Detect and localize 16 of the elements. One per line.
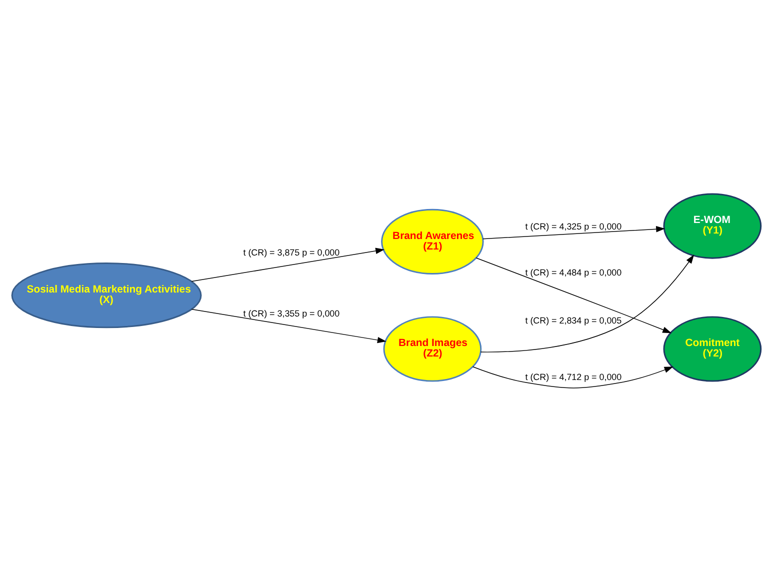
edge-label: t (CR) = 3,355 p = 0,000: [243, 308, 340, 319]
node-ellipse: Brand Awarenes (Z1): [381, 208, 484, 274]
edge-label: t (CR) = 3,875 p = 0,000: [243, 248, 340, 258]
node-ellipse: Sosial Media Marketing Activities (X): [11, 262, 202, 328]
edge-label: t (CR) = 2,834 p = 0,005: [525, 315, 622, 326]
arrow: [191, 248, 385, 282]
node-ellipse: E-WOM (Y1): [663, 193, 762, 259]
arrow: [191, 308, 386, 344]
node-ellipse: Brand Images (Z2): [383, 316, 482, 382]
edge-label: t (CR) = 4,325 p = 0,000: [525, 221, 622, 232]
arrow: [482, 226, 666, 240]
arrow: [472, 366, 674, 388]
arrow: [480, 254, 694, 352]
arrow: [476, 258, 672, 334]
edge-label: t (CR) = 4,484 p = 0,000: [525, 268, 622, 278]
edge-label: t (CR) = 4,712 p = 0,000: [525, 372, 622, 382]
